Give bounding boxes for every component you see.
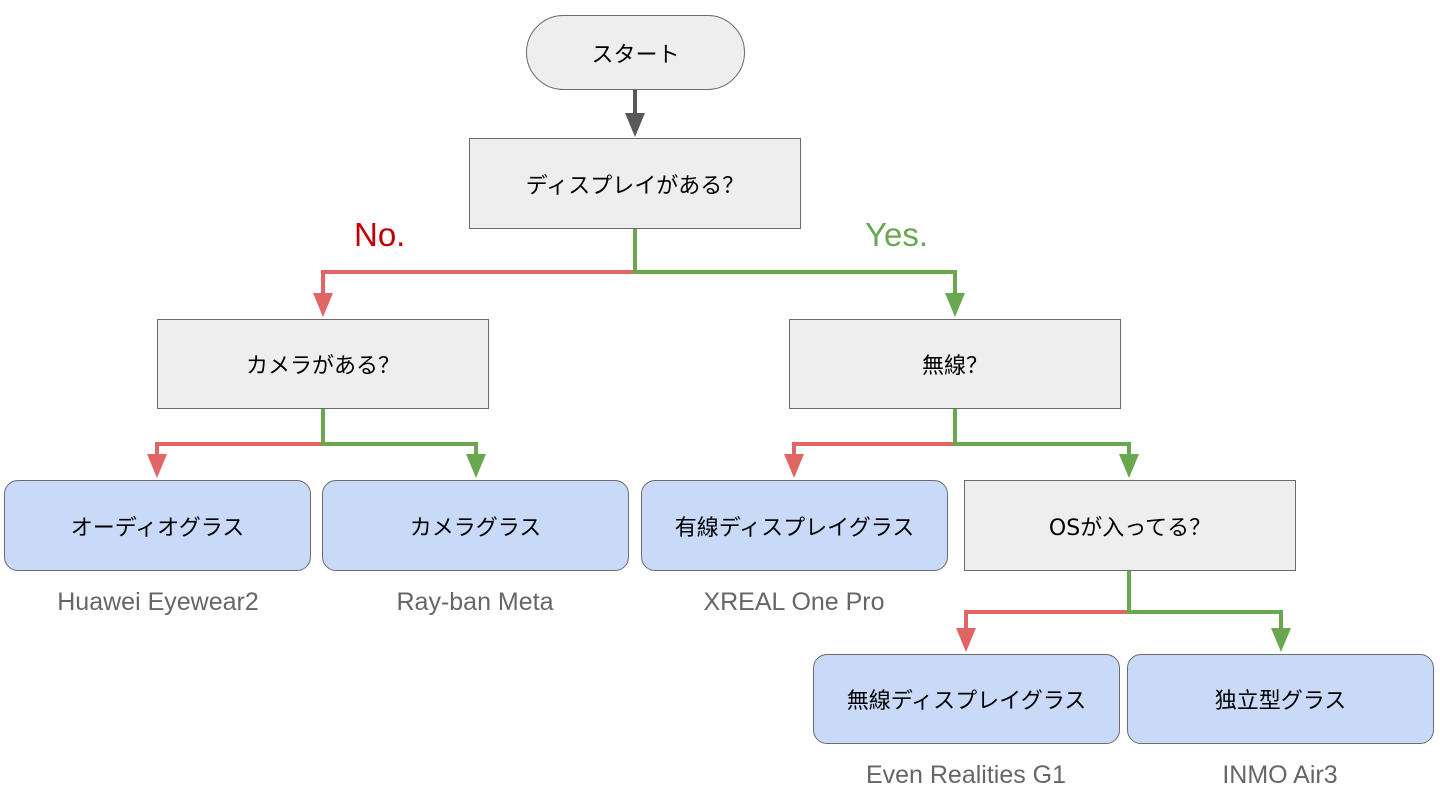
camera-yes-connector: [321, 409, 478, 456]
wireless-no-arrowhead: [784, 454, 804, 478]
camera-glasses-result: カメラグラス: [322, 480, 629, 571]
os-no-connector: [964, 571, 1131, 630]
start-node: スタート: [526, 15, 745, 90]
yes-branch-label: Yes.: [865, 216, 929, 253]
camera-yes-arrowhead: [466, 454, 486, 478]
camera-no-connector: [155, 409, 325, 456]
wired-display-glasses-result: 有線ディスプレイグラス: [641, 480, 948, 571]
standalone-glasses-result: 独立型グラス: [1127, 654, 1434, 744]
camera-question-node: カメラがある？: [157, 319, 489, 409]
wireless-no-connector: [792, 409, 957, 456]
wireless-display-glasses-result: 無線ディスプレイグラス: [813, 654, 1120, 744]
standalone-glasses-example: INMO Air3: [1222, 761, 1338, 789]
no-branch-label: No.: [354, 216, 406, 253]
audio-glasses-result: オーディオグラス: [4, 480, 311, 571]
display-no-arrowhead: [313, 293, 333, 317]
wireless-display-example: Even Realities G1: [865, 761, 1067, 789]
os-yes-arrowhead: [1271, 628, 1291, 652]
os-yes-connector: [1127, 571, 1283, 630]
wired-display-example: XREAL One Pro: [703, 588, 885, 616]
audio-glasses-example: Huawei Eyewear2: [57, 588, 259, 616]
display-question-node: ディスプレイがある？: [469, 138, 801, 229]
camera-glasses-example: Ray-ban Meta: [396, 588, 554, 616]
wireless-question-node: 無線？: [789, 319, 1121, 409]
display-yes-connector: [633, 229, 957, 295]
display-yes-arrowhead: [945, 293, 965, 317]
wireless-yes-connector: [953, 409, 1131, 456]
wireless-yes-arrowhead: [1119, 454, 1139, 478]
start-arrowhead: [625, 113, 645, 137]
camera-no-arrowhead: [147, 454, 167, 478]
os-question-node: OSが入ってる？: [964, 480, 1296, 571]
os-no-arrowhead: [956, 628, 976, 652]
